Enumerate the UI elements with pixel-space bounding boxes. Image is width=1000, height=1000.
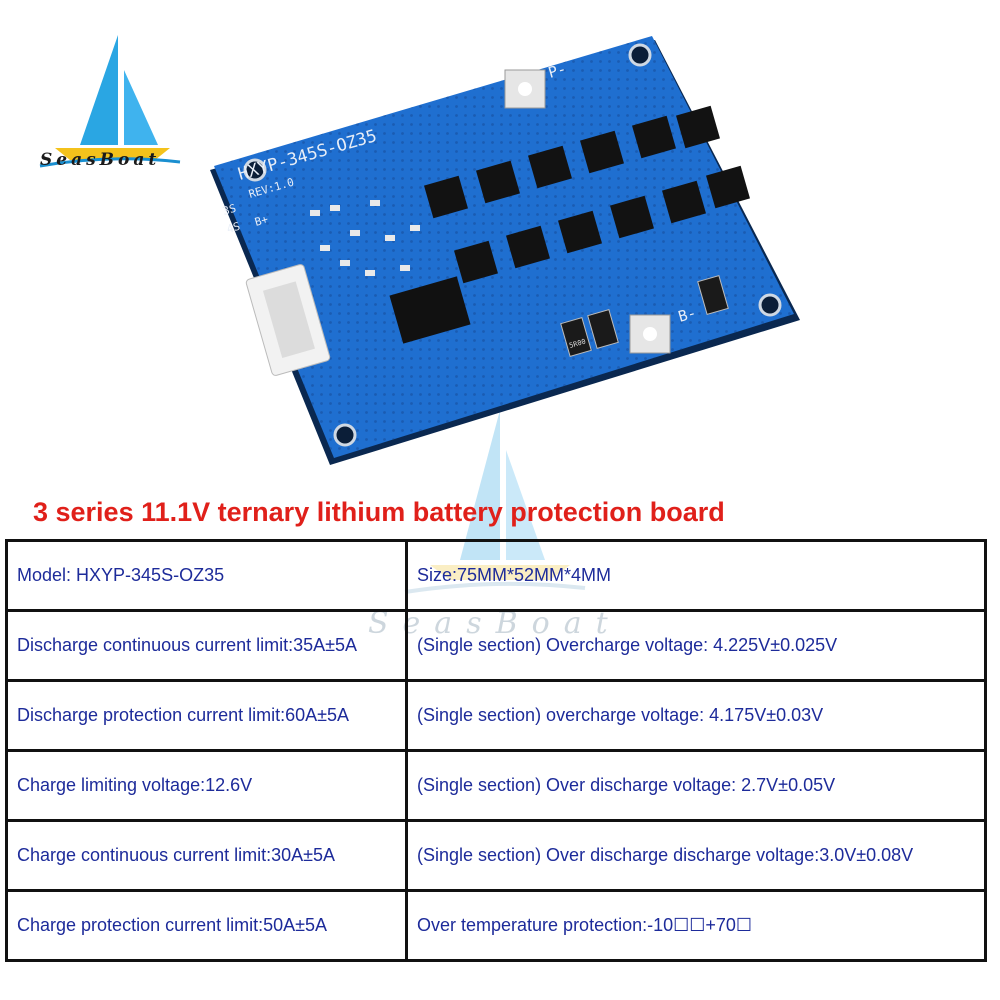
spec-cell: Discharge continuous current limit:35A±5… <box>5 609 408 682</box>
mounting-holes <box>243 43 782 447</box>
silk-bplus: B+ <box>253 213 270 229</box>
silk-b-minus: B- <box>676 304 698 326</box>
mosfet-array <box>424 105 750 284</box>
silk-4s: 4S <box>225 220 241 236</box>
control-ic <box>389 276 471 344</box>
smd-components <box>310 200 420 276</box>
spec-cell: Discharge protection current limit:60A±5… <box>5 679 408 752</box>
spec-cell: Charge continuous current limit:30A±5A <box>5 819 408 892</box>
spec-cell: (Single section) Overcharge voltage: 4.2… <box>405 609 987 682</box>
sailboat-logo-icon <box>39 35 181 168</box>
table-row: Discharge continuous current limit:35A±5… <box>5 609 987 682</box>
spec-cell: Model: HXYP-345S-OZ35 <box>5 539 408 612</box>
spec-cell: Charge protection current limit:50A±5A <box>5 889 408 962</box>
page-title: 3 series 11.1V ternary lithium battery p… <box>33 497 725 527</box>
spec-cell: (Single section) Over discharge voltage:… <box>405 749 987 822</box>
shunt-resistors <box>560 275 729 357</box>
spec-cell: (Single section) Over discharge discharg… <box>405 819 987 892</box>
spec-table: Model: HXYP-345S-OZ35 Size:75MM*52MM*4MM… <box>5 539 987 962</box>
silk-3s: 3S <box>221 202 237 218</box>
spec-cell: Over temperature protection:-10☐☐+70☐ <box>405 889 987 962</box>
table-row: Charge continuous current limit:30A±5A (… <box>5 819 987 892</box>
table-row: Discharge protection current limit:60A±5… <box>5 679 987 752</box>
brand-name: SeasBoat <box>40 150 161 170</box>
table-row: Charge limiting voltage:12.6V (Single se… <box>5 749 987 822</box>
table-row: Model: HXYP-345S-OZ35 Size:75MM*52MM*4MM <box>5 539 987 612</box>
table-row: Charge protection current limit:50A±5A O… <box>5 889 987 962</box>
silk-p-minus: P- <box>546 60 568 82</box>
spec-cell: (Single section) overcharge voltage: 4.1… <box>405 679 987 752</box>
pcb-board-image: HXYP-345S-OZ35 REV:1.0 P- B- 3S 4S B+ 5R… <box>210 36 800 465</box>
spec-cell: Charge limiting voltage:12.6V <box>5 749 408 822</box>
balance-connector <box>245 264 331 376</box>
spec-cell: Size:75MM*52MM*4MM <box>405 539 987 612</box>
